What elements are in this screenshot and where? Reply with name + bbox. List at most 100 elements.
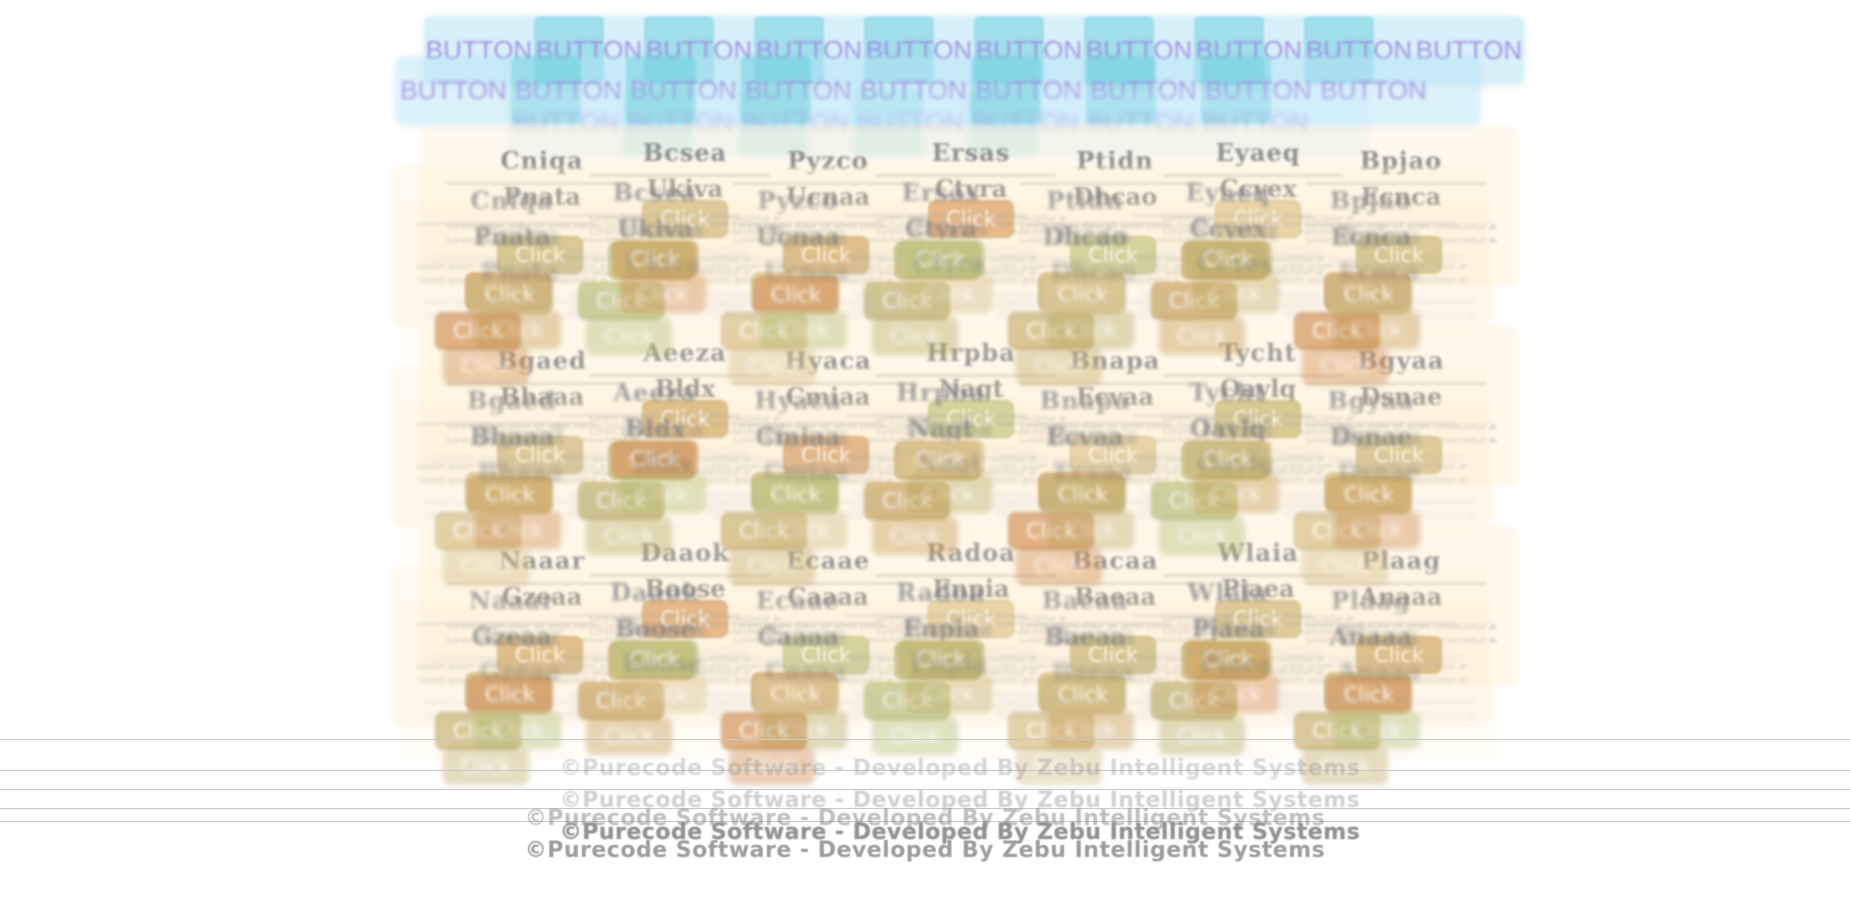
click-button[interactable]: Click xyxy=(928,600,1014,638)
nav-button[interactable]: BUTTON xyxy=(1194,16,1304,84)
click-button[interactable]: Click xyxy=(753,276,839,314)
click-button[interactable]: Click xyxy=(586,717,672,755)
click-button[interactable]: Click xyxy=(1302,747,1388,785)
click-button[interactable]: Click xyxy=(1151,482,1237,520)
nav-button[interactable]: BUTTON xyxy=(853,88,968,156)
click-button[interactable]: Click xyxy=(443,747,529,785)
nav-button[interactable]: BUTTON xyxy=(1198,88,1313,156)
click-button[interactable]: Click xyxy=(898,240,984,278)
nav-button[interactable]: BUTTON xyxy=(644,16,754,84)
click-button[interactable]: Click xyxy=(467,276,553,314)
click-button[interactable]: Click xyxy=(443,347,529,385)
nav-button[interactable]: BUTTON xyxy=(856,56,971,124)
click-button[interactable]: Click xyxy=(1040,676,1126,714)
click-button[interactable]: Click xyxy=(761,311,847,349)
click-button[interactable]: Click xyxy=(1334,711,1420,749)
click-button[interactable]: Click xyxy=(928,400,1014,438)
nav-button[interactable]: BUTTON xyxy=(1083,88,1198,156)
nav-button[interactable]: BUTTON xyxy=(511,56,626,124)
click-button[interactable]: Click xyxy=(642,200,728,238)
click-button[interactable]: Click xyxy=(1326,276,1412,314)
click-button[interactable]: Click xyxy=(783,636,869,674)
click-button[interactable]: Click xyxy=(1193,275,1279,313)
click-button[interactable]: Click xyxy=(475,711,561,749)
click-button[interactable]: Click xyxy=(872,317,958,355)
nav-button[interactable]: BUTTON xyxy=(1414,16,1524,84)
nav-button[interactable]: BUTTON xyxy=(1086,56,1201,124)
click-button[interactable]: Click xyxy=(443,547,529,585)
click-button[interactable]: Click xyxy=(1215,600,1301,638)
click-button[interactable]: Click xyxy=(872,517,958,555)
click-button[interactable]: Click xyxy=(578,282,664,320)
nav-button[interactable]: BUTTON xyxy=(754,16,864,84)
nav-button[interactable]: BUTTON xyxy=(623,88,738,156)
click-button[interactable]: Click xyxy=(898,640,984,678)
click-button[interactable]: Click xyxy=(1302,547,1388,585)
click-button[interactable]: Click xyxy=(1048,511,1134,549)
click-button[interactable]: Click xyxy=(620,675,706,713)
click-button[interactable]: Click xyxy=(1334,511,1420,549)
click-button[interactable]: Click xyxy=(1151,282,1237,320)
click-button[interactable]: Click xyxy=(475,311,561,349)
click-button[interactable]: Click xyxy=(1016,347,1102,385)
click-button[interactable]: Click xyxy=(1185,240,1271,278)
click-button[interactable]: Click xyxy=(612,640,698,678)
nav-button[interactable]: BUTTON xyxy=(738,88,853,156)
click-button[interactable]: Click xyxy=(1215,200,1301,238)
nav-button[interactable]: BUTTON xyxy=(424,16,534,84)
click-button[interactable]: Click xyxy=(1159,517,1245,555)
click-button[interactable]: Click xyxy=(497,436,583,474)
click-button[interactable]: Click xyxy=(642,400,728,438)
click-button[interactable]: Click xyxy=(1193,475,1279,513)
click-button[interactable]: Click xyxy=(1185,640,1271,678)
nav-button[interactable]: BUTTON xyxy=(974,16,1084,84)
click-button[interactable]: Click xyxy=(753,676,839,714)
click-button[interactable]: Click xyxy=(906,475,992,513)
click-button[interactable]: Click xyxy=(729,547,815,585)
click-button[interactable]: Click xyxy=(467,676,553,714)
click-button[interactable]: Click xyxy=(1048,711,1134,749)
click-button[interactable]: Click xyxy=(864,482,950,520)
click-button[interactable]: Click xyxy=(864,682,950,720)
click-button[interactable]: Click xyxy=(1070,436,1156,474)
click-button[interactable]: Click xyxy=(1159,717,1245,755)
click-button[interactable]: Click xyxy=(753,476,839,514)
click-button[interactable]: Click xyxy=(1356,236,1442,274)
nav-button[interactable]: BUTTON xyxy=(741,56,856,124)
nav-button[interactable]: BUTTON xyxy=(971,56,1086,124)
click-button[interactable]: Click xyxy=(586,317,672,355)
click-button[interactable]: Click xyxy=(578,482,664,520)
click-button[interactable]: Click xyxy=(1334,311,1420,349)
click-button[interactable]: Click xyxy=(586,517,672,555)
click-button[interactable]: Click xyxy=(642,600,728,638)
click-button[interactable]: Click xyxy=(1040,276,1126,314)
click-button[interactable]: Click xyxy=(898,440,984,478)
click-button[interactable]: Click xyxy=(1159,317,1245,355)
click-button[interactable]: Click xyxy=(1302,347,1388,385)
click-button[interactable]: Click xyxy=(1185,440,1271,478)
click-button[interactable]: Click xyxy=(872,717,958,755)
click-button[interactable]: Click xyxy=(475,511,561,549)
nav-button[interactable]: BUTTON xyxy=(396,56,511,124)
click-button[interactable]: Click xyxy=(1215,400,1301,438)
nav-button[interactable]: BUTTON xyxy=(1084,16,1194,84)
click-button[interactable]: Click xyxy=(1070,236,1156,274)
nav-button[interactable]: BUTTON xyxy=(864,16,974,84)
nav-button[interactable]: BUTTON xyxy=(508,88,623,156)
nav-button[interactable]: BUTTON xyxy=(1201,56,1316,124)
click-button[interactable]: Click xyxy=(783,236,869,274)
click-button[interactable]: Click xyxy=(1193,675,1279,713)
nav-button[interactable]: BUTTON xyxy=(1316,56,1431,124)
click-button[interactable]: Click xyxy=(612,240,698,278)
click-button[interactable]: Click xyxy=(1016,547,1102,585)
nav-button[interactable]: BUTTON xyxy=(626,56,741,124)
click-button[interactable]: Click xyxy=(620,475,706,513)
nav-button[interactable]: BUTTON xyxy=(534,16,644,84)
click-button[interactable]: Click xyxy=(906,675,992,713)
click-button[interactable]: Click xyxy=(620,275,706,313)
click-button[interactable]: Click xyxy=(906,275,992,313)
click-button[interactable]: Click xyxy=(729,347,815,385)
click-button[interactable]: Click xyxy=(729,747,815,785)
click-button[interactable]: Click xyxy=(612,440,698,478)
nav-button[interactable]: BUTTON xyxy=(1304,16,1414,84)
